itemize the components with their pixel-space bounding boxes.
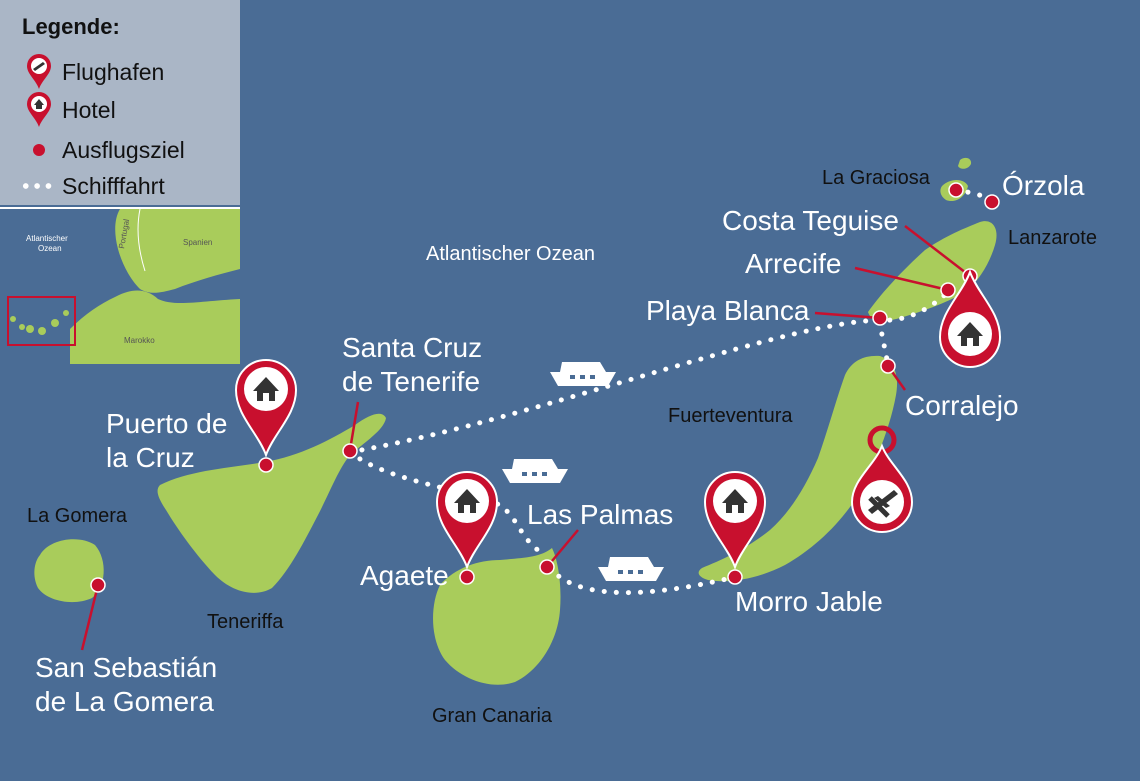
hotel-pin-icon[interactable] — [703, 471, 767, 570]
ocean-label: Atlantischer Ozean — [426, 243, 595, 265]
excursion-dot-las-palmas[interactable] — [539, 559, 555, 575]
inset-map-graphic: Atlantischer Ozean Portugal Spanien Maro… — [0, 208, 240, 364]
lanzarote-island — [868, 221, 997, 322]
san-sebastian-label-2: de La Gomera — [35, 686, 214, 717]
las-palmas-label: Las Palmas — [527, 499, 673, 530]
legend-label-hotel: Hotel — [62, 96, 116, 123]
excursion-dot-la-graciosa[interactable] — [948, 182, 964, 198]
fuerteventura-label: Fuerteventura — [668, 405, 793, 427]
tenerife-island — [157, 413, 386, 593]
legend-label-ferry: Schifffahrt — [62, 172, 165, 199]
inset-focus-frame — [7, 296, 76, 346]
excursion-dot-san-sebastian[interactable] — [90, 577, 106, 593]
costa-teguise-label: Costa Teguise — [722, 205, 899, 236]
la-graciosa-label: La Graciosa — [822, 167, 931, 189]
puerto-de-la-cruz-label-1: Puerto de — [106, 408, 227, 439]
lanzarote-label: Lanzarote — [1008, 227, 1097, 249]
inset-ocean-label-1: Atlantischer — [26, 234, 68, 243]
excursion-dot-santa-cruz[interactable] — [342, 443, 358, 459]
inset-iberia — [115, 209, 240, 293]
morro-jable-label: Morro Jable — [735, 586, 883, 617]
excursion-dots — [90, 182, 1000, 593]
ferry-ship-icon — [598, 557, 664, 581]
orzola-label: Órzola — [1002, 170, 1085, 201]
excursion-dot-arrecife[interactable] — [940, 282, 956, 298]
legend-label-airport: Flughafen — [62, 58, 165, 85]
airport-pin-icon[interactable] — [850, 425, 914, 533]
excursion-dot-orzola[interactable] — [984, 194, 1000, 210]
ferry-ship-icon — [502, 459, 568, 483]
legend-label-excursion: Ausflugsziel — [62, 136, 185, 163]
legend-item-ferry: Schifffahrt — [22, 170, 165, 202]
la-gomera-label: La Gomera — [27, 505, 128, 527]
gran-canaria-label: Gran Canaria — [432, 705, 553, 727]
excursion-dot-corralejo[interactable] — [880, 358, 896, 374]
playa-blanca-label: Playa Blanca — [646, 295, 810, 326]
excursion-dot-agaete[interactable] — [459, 569, 475, 585]
ferry-route-tenerife-lanzarote — [347, 287, 953, 455]
ferry-route-gran-canaria-fuerteventura — [547, 565, 738, 596]
santa-cruz-label-1: Santa Cruz — [342, 332, 482, 363]
excursion-dot-playa-blanca[interactable] — [872, 310, 888, 326]
airport-pin-icon — [22, 54, 56, 90]
la-gomera-island — [34, 539, 104, 603]
hotel-pin-icon[interactable] — [234, 359, 298, 458]
ferry-ship-icon — [550, 362, 616, 386]
inset-spain-label: Spanien — [183, 238, 212, 247]
legend-item-hotel: Hotel — [22, 92, 116, 128]
excursion-dot-puerto-de-la-cruz[interactable] — [258, 457, 274, 473]
hotel-pin-icon — [22, 92, 56, 128]
inset-portugal-border — [137, 208, 146, 272]
excursion-dot-icon — [22, 142, 56, 158]
hotel-pin-icon[interactable] — [435, 471, 499, 570]
san-sebastian-label-1: San Sebastián — [35, 652, 217, 683]
puerto-de-la-cruz-label-2: la Cruz — [106, 442, 195, 473]
inset-morocco-label: Marokko — [124, 336, 155, 345]
legend-panel: Legende: Flughafen Hotel Ausflugsziel — [0, 0, 240, 205]
alegranza-islet — [958, 157, 972, 169]
legend-item-airport: Flughafen — [22, 54, 165, 90]
hotel-pin-icon[interactable] — [938, 269, 1002, 368]
legend-item-excursion: Ausflugsziel — [22, 134, 185, 166]
agaete-label: Agaete — [360, 560, 449, 591]
leader-lines — [80, 225, 971, 651]
arrecife-label: Arrecife — [745, 248, 841, 279]
ferry-route-dots-icon — [22, 181, 56, 191]
excursion-dot-morro-jable[interactable] — [727, 569, 743, 585]
inset-canary-islands — [10, 310, 69, 335]
inset-overview-map: Atlantischer Ozean Portugal Spanien Maro… — [0, 207, 240, 364]
legend-title: Legende: — [22, 14, 120, 39]
ferry-route-playa-blanca-corralejo — [877, 319, 891, 369]
fuerteventura-island — [698, 355, 898, 582]
santa-cruz-label-2: de Tenerife — [342, 366, 480, 397]
inset-ocean-label-2: Ozean — [38, 244, 62, 253]
tenerife-label: Teneriffa — [207, 611, 284, 633]
corralejo-label: Corralejo — [905, 390, 1019, 421]
inset-africa — [70, 290, 240, 364]
